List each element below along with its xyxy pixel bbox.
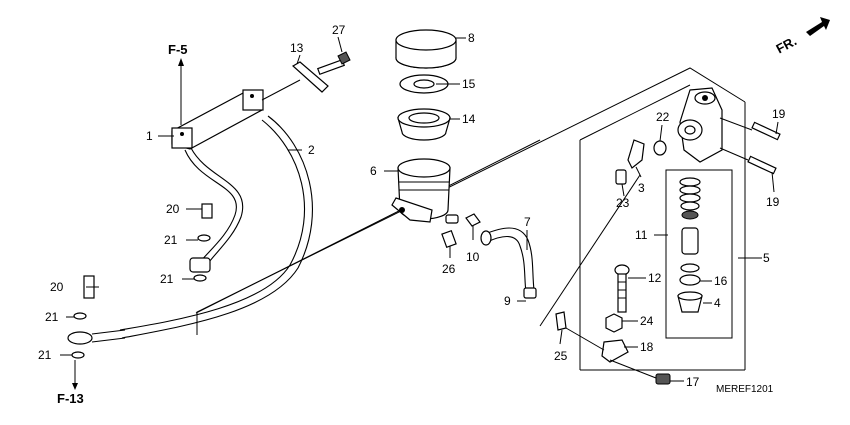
callout-7: 7: [524, 215, 531, 229]
f13-label: F-13: [57, 391, 84, 406]
callout-22: 22: [656, 110, 670, 124]
callout-25: 25: [554, 349, 568, 363]
callout-20-lower: 20: [50, 280, 64, 294]
callout-3: 3: [638, 181, 645, 195]
piston: [681, 227, 699, 255]
callout-15: 15: [462, 77, 476, 91]
callout-17: 17: [686, 375, 700, 389]
hose-clip-upper: [465, 213, 481, 227]
sealing-washer: [193, 274, 207, 282]
leader-lines: [60, 36, 779, 382]
arrow-icon: [806, 17, 830, 36]
callout-5: 5: [763, 251, 770, 265]
callout-10: 10: [466, 250, 480, 264]
piston-set: [665, 169, 733, 339]
hose-clamp-bracket: [261, 51, 351, 101]
banjo-fitting-lower: [67, 331, 93, 345]
lock-nut: [605, 313, 623, 333]
callout-18: 18: [640, 340, 654, 354]
callout-12: 12: [648, 271, 662, 285]
callout-19-lower: 19: [766, 195, 780, 209]
push-rod-assembly: [555, 264, 671, 385]
banjo-bolt-upper: [201, 203, 213, 219]
reservoir-mount-tab: [391, 197, 433, 223]
circlip: [679, 274, 701, 286]
mount-bolt-upper: [751, 121, 781, 141]
callout-24: 24: [640, 314, 654, 328]
joint-pin: [655, 373, 671, 385]
f13-reference: F-13: [57, 360, 84, 406]
inlet-joint-3: [627, 139, 645, 169]
banjo-fitting-upper: [189, 257, 211, 273]
sealing-washer: [71, 351, 85, 359]
reservoir-assembly: [391, 29, 459, 224]
callout-27: 27: [332, 23, 346, 37]
front-label: FR.: [774, 33, 800, 56]
secondary-cup: [680, 263, 700, 273]
callout-11: 11: [635, 228, 648, 242]
front-direction-arrow: FR.: [774, 17, 830, 56]
cotter-pin: [555, 311, 567, 331]
bolt-27: [316, 58, 346, 76]
callout-labels: 1 2 3 4 5 6 7 8 9 10 11 12 13 14 15 16 1…: [38, 23, 786, 389]
f5-reference: F-5: [168, 42, 188, 125]
callout-23: 23: [616, 196, 630, 210]
callout-8: 8: [468, 31, 475, 45]
inlet-joint: [615, 139, 667, 185]
push-rod: [617, 273, 627, 313]
callout-21-d: 21: [38, 348, 52, 362]
callout-21-a: 21: [164, 233, 178, 247]
callout-2: 2: [308, 143, 315, 157]
hose-clip-lower: [523, 287, 537, 299]
callout-21-b: 21: [160, 272, 174, 286]
push-rod-joint: [601, 339, 629, 363]
callout-20-upper: 20: [166, 202, 180, 216]
sealing-washer: [197, 234, 211, 242]
mount-bolt-lower: [747, 155, 777, 175]
callout-1: 1: [146, 129, 153, 143]
diagram-code: MEREF1201: [716, 384, 774, 395]
joint-screw: [615, 169, 627, 185]
hose-joint-left: [171, 127, 193, 149]
callout-13: 13: [290, 41, 304, 55]
callout-19-upper: 19: [772, 107, 786, 121]
callout-16: 16: [714, 274, 728, 288]
hose-end: [480, 230, 492, 246]
callout-14: 14: [462, 112, 476, 126]
primary-cup: [681, 210, 699, 220]
hose-joint-right: [242, 89, 264, 111]
callout-4: 4: [714, 296, 721, 310]
return-spring: [679, 177, 701, 211]
f5-label: F-5: [168, 42, 188, 57]
master-cylinder: [677, 87, 781, 175]
callout-6: 6: [370, 164, 377, 178]
callout-21-c: 21: [45, 310, 59, 324]
o-ring: [653, 140, 667, 156]
sealing-washer: [73, 312, 87, 320]
brake-hoses: [67, 89, 313, 359]
reservoir-screw: [441, 229, 457, 249]
callout-9: 9: [504, 294, 511, 308]
callout-26: 26: [442, 262, 456, 276]
reservoir-hose: [441, 213, 537, 299]
